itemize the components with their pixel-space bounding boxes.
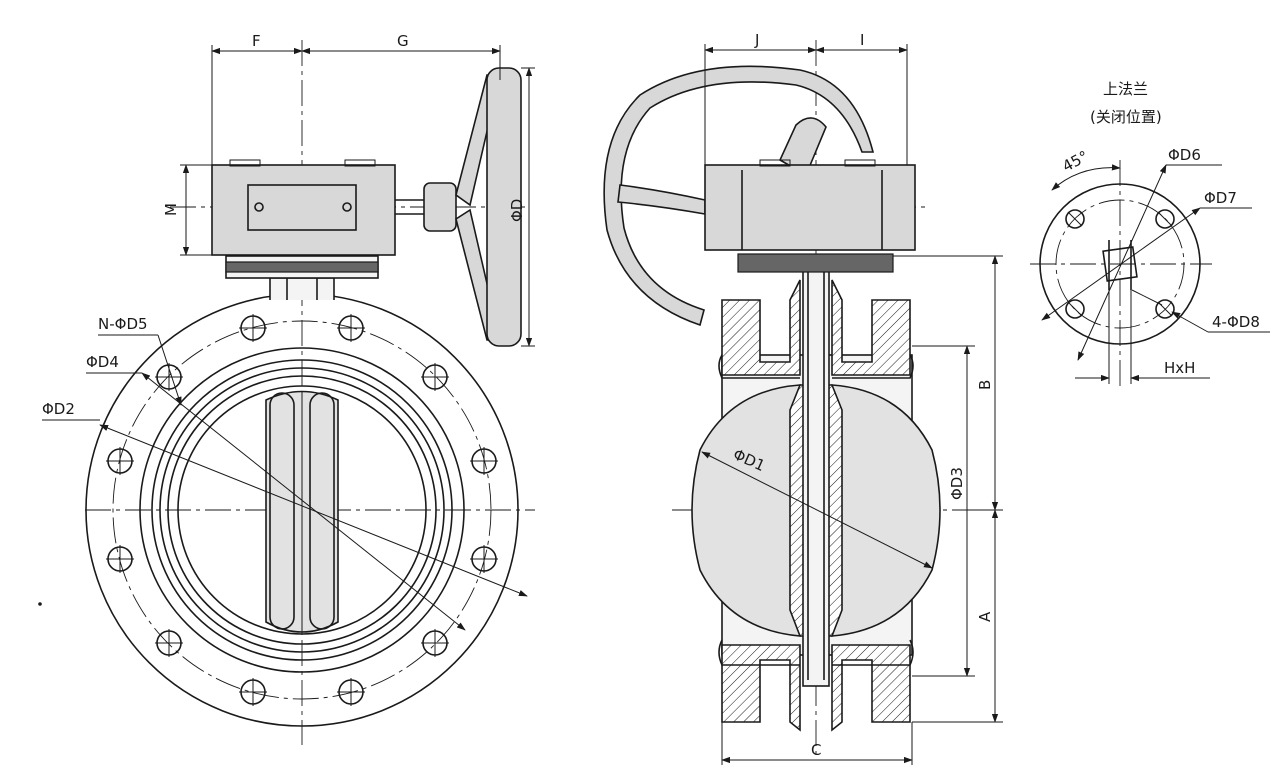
stem-side — [802, 257, 830, 687]
dim-D8: 4-ΦD8 — [1212, 313, 1260, 331]
dim-D2: ΦD2 — [42, 400, 75, 418]
inset-subtitle: (关闭位置) — [1090, 108, 1162, 126]
dim-D3: ΦD3 — [948, 467, 966, 500]
handwheel-side — [603, 65, 875, 327]
dim-C: C — [811, 741, 821, 759]
upper-flange-inset: 上法兰 (关闭位置) 45° ΦD6 ΦD7 4-ΦD8 HxH — [1030, 80, 1270, 388]
dim-I: I — [860, 31, 864, 49]
dim-G: G — [397, 32, 409, 50]
dim-M: M — [162, 203, 180, 216]
dim-D4: ΦD4 — [86, 353, 119, 371]
dim-B: B — [976, 380, 994, 390]
dim-HxH: HxH — [1164, 359, 1195, 377]
dim-A: A — [976, 611, 994, 622]
side-view: J I B A ΦD3 C ΦD1 — [603, 31, 1003, 765]
gearbox-front — [211, 159, 457, 279]
dim-D: ΦD — [508, 199, 526, 222]
neck-front — [269, 277, 335, 300]
dim-N-D5: N-ΦD5 — [98, 315, 148, 333]
gearbox-side — [704, 159, 916, 273]
dim-J: J — [754, 31, 759, 49]
dim-D6: ΦD6 — [1168, 146, 1201, 164]
front-view: F G M ΦD N-ΦD5 ΦD4 ΦD2 — [38, 32, 535, 745]
dim-F: F — [252, 32, 261, 50]
handwheel-front — [455, 67, 522, 347]
dim-D7: ΦD7 — [1204, 189, 1237, 207]
disc-front — [265, 390, 339, 633]
inset-title: 上法兰 — [1103, 80, 1148, 98]
